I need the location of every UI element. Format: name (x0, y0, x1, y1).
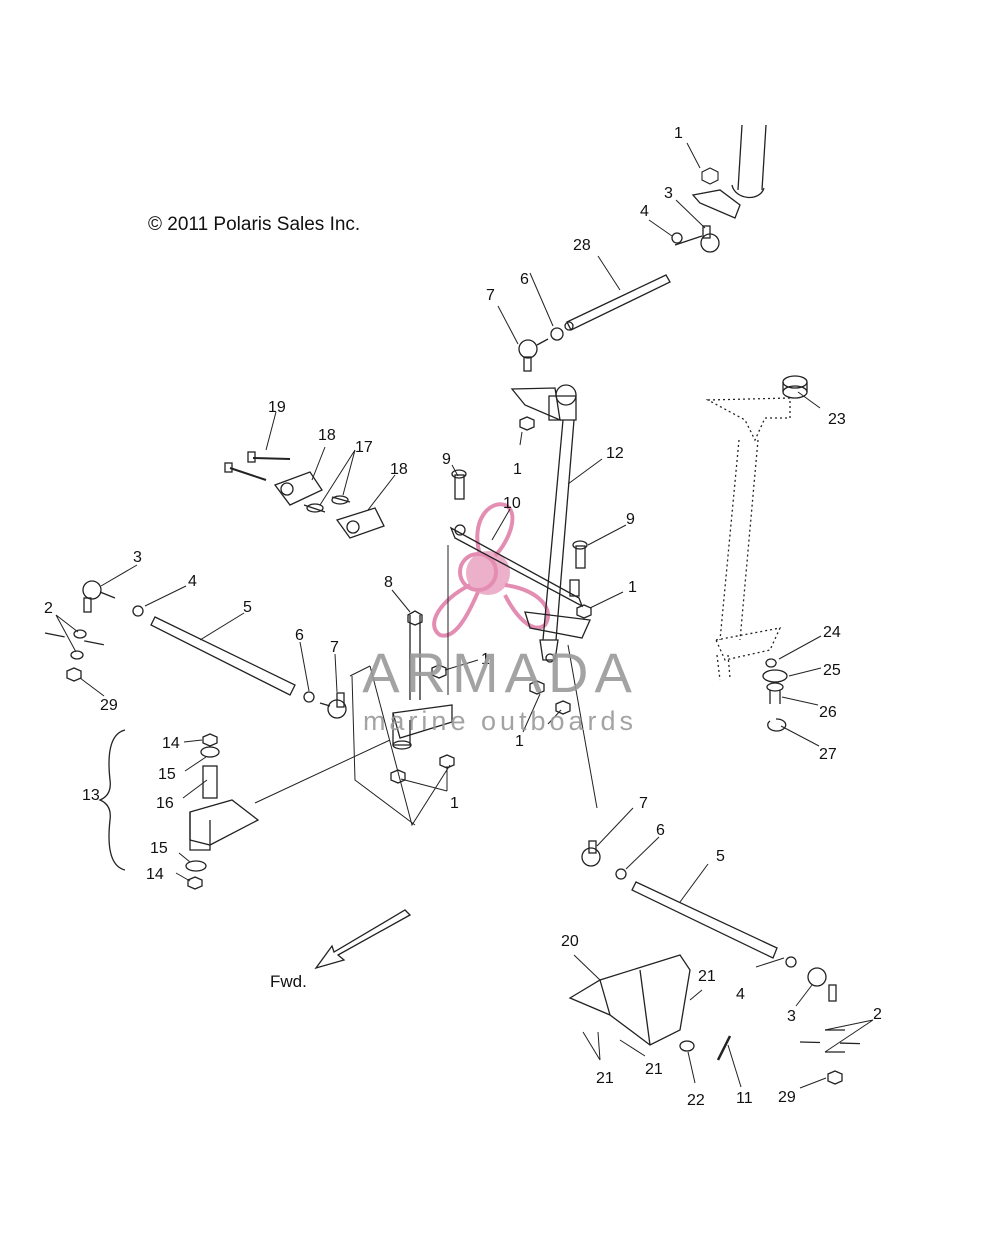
bushing-23-part (782, 375, 808, 399)
callout-4-left: 4 (188, 573, 197, 590)
right-tie-rod-assembly (581, 840, 876, 1085)
callout-17: 17 (355, 439, 373, 456)
forward-direction-label: Fwd. (270, 972, 307, 991)
callout-21-bottom: 21 (596, 1070, 614, 1087)
copyright-notice: © 2011 Polaris Sales Inc. (148, 214, 361, 235)
callout-6-right: 6 (656, 822, 665, 839)
callout-3-left: 3 (133, 549, 142, 566)
pitman-arm-part (390, 416, 592, 784)
callout-27: 27 (819, 746, 837, 763)
callout-13: 13 (82, 787, 100, 804)
callout-4-right: 4 (736, 986, 745, 1003)
callout-21-mid: 21 (645, 1061, 663, 1078)
callout-1-top: 1 (674, 125, 683, 142)
callout-7-left: 7 (330, 639, 339, 656)
callout-7-right: 7 (639, 795, 648, 812)
callout-11: 11 (736, 1090, 753, 1107)
callout-24: 24 (823, 624, 841, 641)
steering-cover-part (568, 954, 732, 1061)
callout-23: 23 (828, 411, 846, 428)
callout-18-left: 18 (318, 427, 336, 444)
forward-arrow-icon (314, 909, 412, 970)
callout-14-top: 14 (162, 735, 180, 752)
watermark-propeller-logo (432, 502, 551, 638)
callout-6-top: 6 (520, 271, 529, 288)
callout-21-top: 21 (698, 968, 716, 985)
callout-22: 22 (687, 1092, 705, 1109)
callout-12: 12 (606, 445, 624, 462)
left-tie-rod-assembly (44, 580, 347, 719)
callout-5-left: 5 (243, 599, 252, 616)
callout-8: 8 (384, 574, 393, 591)
callout-25: 25 (823, 662, 841, 679)
callout-6-left: 6 (295, 627, 304, 644)
callout-16: 16 (156, 795, 174, 812)
retainer-parts-24-27 (762, 658, 788, 732)
callout-28: 28 (573, 237, 591, 254)
callout-29-left: 29 (100, 697, 118, 714)
callout-26: 26 (819, 704, 837, 721)
callout-9-right: 9 (626, 511, 635, 528)
callout-1-lower: 1 (515, 733, 524, 750)
callout-15-top: 15 (158, 766, 176, 783)
upper-tie-rod-assembly (518, 225, 720, 372)
callout-29-right: 29 (778, 1089, 796, 1106)
callout-1-bottom: 1 (450, 795, 459, 812)
upper-steering-post-part (691, 124, 767, 219)
leader-lines (55, 142, 874, 1089)
steering-column-alternate-view (705, 397, 791, 681)
callout-5-right: 5 (716, 848, 725, 865)
callout-7-top: 7 (486, 287, 495, 304)
callout-9-left: 9 (442, 451, 451, 468)
steering-column-part (510, 384, 591, 663)
callout-4-top: 4 (640, 203, 649, 220)
callout-19: 19 (268, 399, 286, 416)
idler-assembly-part (98, 729, 260, 890)
callout-15-bottom: 15 (150, 840, 168, 857)
callout-10: 10 (503, 495, 521, 512)
callout-2-right: 2 (873, 1006, 882, 1023)
callout-3-top: 3 (664, 185, 673, 202)
callout-14-bottom: 14 (146, 866, 164, 883)
watermark-brand: ARMADA (362, 641, 638, 704)
callout-2-left: 2 (44, 600, 53, 617)
callout-20: 20 (561, 933, 579, 950)
callout-3-right: 3 (787, 1008, 796, 1025)
callout-18-right: 18 (390, 461, 408, 478)
clamp-assembly-part (224, 451, 385, 539)
callout-1-right: 1 (628, 579, 637, 596)
watermark-tagline: marine outboards (362, 706, 638, 736)
callout-1-pitman: 1 (481, 651, 490, 668)
callout-1-column: 1 (513, 461, 522, 478)
callout-labels: 1 3 4 28 6 7 23 12 1 19 18 17 18 9 10 9 … (44, 125, 882, 1109)
